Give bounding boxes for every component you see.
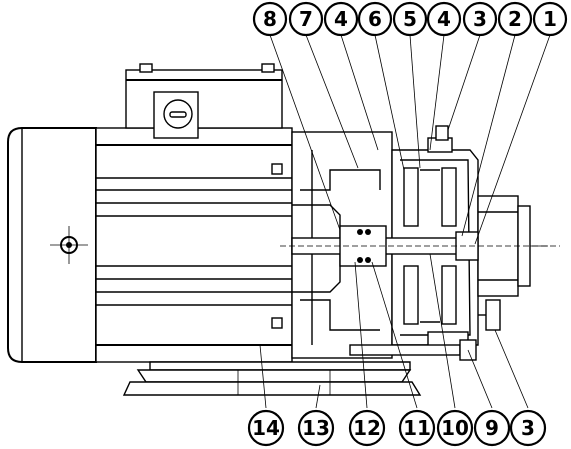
leader-lines — [259, 34, 551, 409]
svg-text:8: 8 — [263, 7, 277, 31]
callout-4b: 4 — [426, 1, 462, 37]
callout-7: 7 — [288, 1, 324, 37]
callout-3a: 3 — [462, 1, 498, 37]
callout-5: 5 — [392, 1, 428, 37]
svg-text:2: 2 — [508, 7, 522, 31]
motor-assembly — [7, 63, 293, 363]
svg-text:13: 13 — [302, 416, 330, 440]
pump-shaft — [280, 225, 560, 267]
svg-text:5: 5 — [403, 7, 417, 31]
motor-cooling-fins — [96, 144, 292, 346]
callout-8: 8 — [252, 1, 288, 37]
callout-9: 9 — [473, 409, 511, 447]
pump-base — [122, 361, 422, 396]
callout-4a: 4 — [323, 1, 359, 37]
motor-bolt-icon — [50, 226, 88, 264]
svg-text:1: 1 — [543, 7, 557, 31]
svg-text:11: 11 — [403, 416, 431, 440]
svg-text:14: 14 — [252, 416, 280, 440]
callouts-bottom: 14 13 12 11 10 9 3 — [247, 409, 547, 447]
svg-text:4: 4 — [334, 7, 348, 31]
callout-6: 6 — [357, 1, 393, 37]
callout-14: 14 — [247, 409, 285, 447]
callout-13: 13 — [297, 409, 335, 447]
svg-text:7: 7 — [299, 7, 313, 31]
svg-text:12: 12 — [353, 416, 381, 440]
terminal-box — [125, 63, 283, 139]
svg-text:3: 3 — [521, 416, 535, 440]
callouts-top: 8 7 4 6 5 4 3 2 — [252, 1, 568, 37]
svg-text:10: 10 — [441, 416, 469, 440]
svg-text:6: 6 — [368, 7, 382, 31]
svg-text:4: 4 — [437, 7, 451, 31]
callout-1: 1 — [532, 1, 568, 37]
callout-12: 12 — [348, 409, 386, 447]
impellers — [403, 167, 457, 325]
svg-text:9: 9 — [485, 416, 499, 440]
callout-2: 2 — [497, 1, 533, 37]
callout-3b: 3 — [509, 409, 547, 447]
callout-11: 11 — [398, 409, 436, 447]
tie-rod — [349, 299, 501, 361]
callout-10: 10 — [436, 409, 474, 447]
svg-text:3: 3 — [473, 7, 487, 31]
